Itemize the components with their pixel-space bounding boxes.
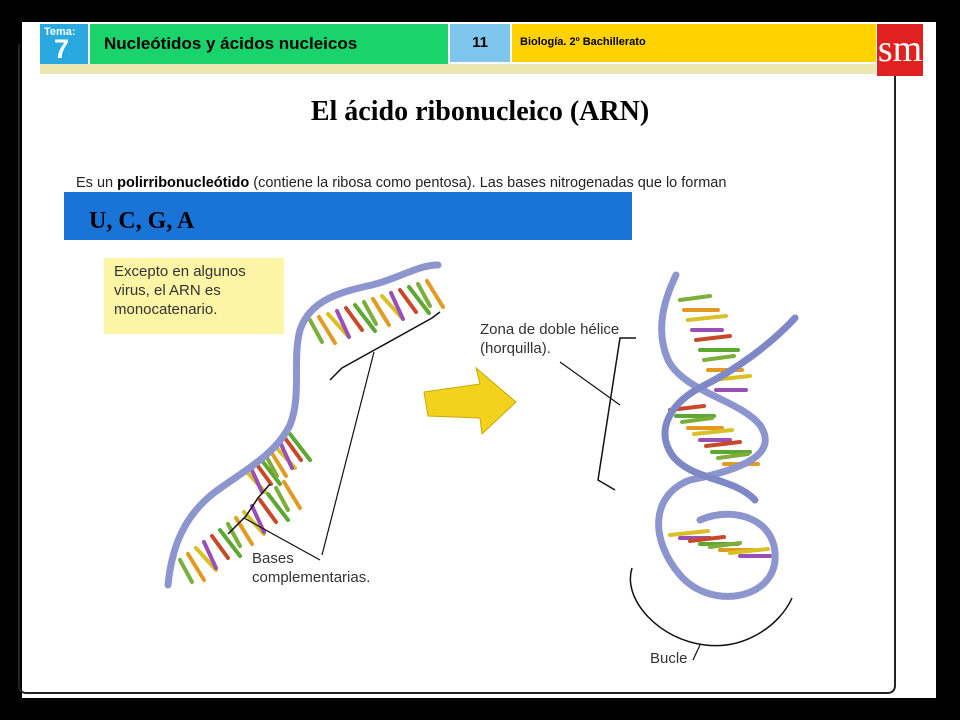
hairpin-strand-1 bbox=[655, 271, 779, 600]
base-mark bbox=[178, 558, 194, 584]
base-mark bbox=[692, 428, 734, 436]
pointer-line-1 bbox=[321, 351, 375, 556]
base-mark bbox=[274, 486, 290, 512]
base-mark bbox=[288, 432, 312, 462]
base-mark bbox=[258, 456, 282, 486]
base-mark bbox=[268, 448, 288, 478]
hairpin-bases bbox=[668, 294, 772, 558]
base-mark bbox=[678, 294, 712, 302]
intro-term: polirribonucleótido bbox=[117, 175, 250, 191]
base-mark bbox=[694, 334, 732, 342]
bucle-arc bbox=[629, 567, 793, 647]
single-strand-bases bbox=[178, 279, 445, 584]
base-mark bbox=[218, 528, 242, 558]
sm-logo: sm bbox=[877, 24, 923, 76]
double-helix-label: Zona de doble hélice (horquilla). bbox=[480, 321, 620, 357]
tema-number: 7 bbox=[54, 34, 70, 64]
base-mark bbox=[716, 452, 750, 460]
base-mark bbox=[704, 440, 742, 448]
base-mark bbox=[362, 300, 378, 326]
base-mark bbox=[282, 480, 302, 510]
chapter-title: Nucleótidos y ácidos nucleicos bbox=[104, 34, 358, 53]
intro-suffix: (contiene la ribosa como pentosa). Las b… bbox=[249, 175, 727, 191]
base-mark bbox=[278, 440, 294, 470]
base-mark bbox=[371, 297, 391, 327]
base-mark bbox=[353, 303, 377, 333]
intro-text: Es un polirribonucleótido (contiene la r… bbox=[76, 175, 726, 191]
bucle-label: Bucle bbox=[650, 650, 688, 667]
base-mark bbox=[708, 541, 742, 549]
base-mark bbox=[344, 306, 364, 332]
base-mark bbox=[425, 279, 445, 309]
bracket-upper bbox=[329, 311, 441, 381]
page-number: 11 bbox=[472, 34, 488, 51]
page-number-bar: 11 bbox=[450, 24, 510, 62]
base-mark bbox=[702, 354, 736, 362]
pointer-line-2 bbox=[243, 517, 321, 561]
sm-logo-text: sm bbox=[877, 28, 923, 70]
base-mark bbox=[186, 552, 206, 582]
base-mark bbox=[266, 492, 290, 522]
base-mark bbox=[407, 285, 431, 315]
base-mark bbox=[226, 522, 242, 548]
base-mark bbox=[416, 282, 432, 308]
base-mark bbox=[335, 309, 351, 339]
helix-bracket bbox=[597, 337, 636, 491]
helix-pointer bbox=[559, 361, 621, 406]
bases-list: U, C, G, A bbox=[89, 208, 195, 234]
base-mark bbox=[202, 540, 218, 570]
base-mark bbox=[680, 416, 714, 424]
base-mark bbox=[283, 436, 303, 462]
page-title: El ácido ribonucleico (ARN) bbox=[310, 96, 650, 127]
base-mark bbox=[728, 547, 770, 555]
single-strand-backbone bbox=[164, 261, 442, 589]
base-mark bbox=[389, 291, 405, 321]
base-mark bbox=[308, 318, 324, 344]
monocatenario-note: Excepto en algunos virus, el ARN es mono… bbox=[104, 258, 284, 334]
base-mark bbox=[398, 288, 418, 314]
base-mark bbox=[686, 314, 728, 322]
slide-frame bbox=[18, 44, 896, 694]
bucle-pointer bbox=[692, 644, 701, 661]
slide-page bbox=[22, 22, 936, 698]
tema-label: Tema: bbox=[44, 26, 76, 38]
bracket-lower bbox=[227, 483, 271, 535]
base-mark bbox=[258, 498, 278, 524]
header-stripe bbox=[40, 64, 876, 74]
intro-prefix: Es un bbox=[76, 175, 118, 191]
subject-bar: Biología. 2º Bachillerato bbox=[512, 24, 876, 62]
bases-box: U, C, G, A bbox=[64, 192, 632, 240]
chapter-title-bar: Nucleótidos y ácidos nucleicos bbox=[90, 24, 448, 64]
base-mark bbox=[210, 534, 230, 560]
base-mark bbox=[668, 529, 710, 537]
tema-badge: Tema: 7 bbox=[40, 24, 88, 64]
arrow-icon bbox=[423, 366, 517, 436]
base-mark bbox=[194, 546, 218, 572]
hairpin-strand-2 bbox=[661, 314, 799, 504]
base-mark bbox=[317, 315, 337, 345]
subject-label: Biología. 2º Bachillerato bbox=[520, 36, 646, 48]
base-mark bbox=[688, 535, 726, 543]
bases-complementarias-label: Bases complementarias. bbox=[252, 550, 371, 586]
